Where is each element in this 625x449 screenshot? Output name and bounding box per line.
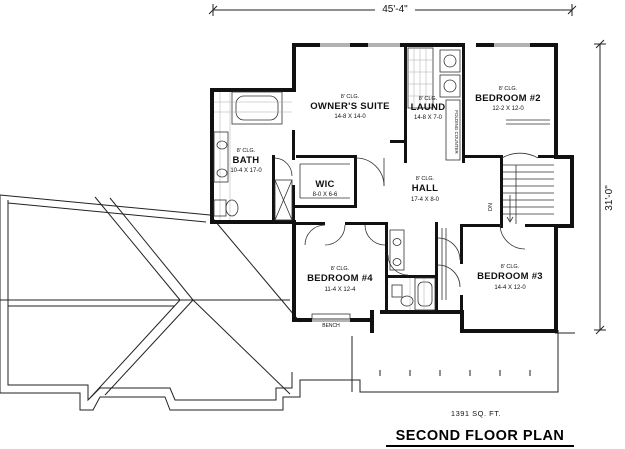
room-name-bedroom-4: BEDROOM #4 [307, 273, 373, 284]
ceiling-note: 8' CLG. [331, 266, 350, 272]
hall-bath-fixtures [389, 229, 436, 311]
room-dims-owners-suite: 14-8 X 14-0 [334, 114, 366, 120]
area-label: 1391 SQ. FT. [450, 409, 502, 418]
ceiling-note: 8' CLG. [499, 86, 518, 92]
room-name-hall: HALL [412, 183, 439, 194]
stair [503, 164, 554, 224]
room-name-bedroom-2: BEDROOM #2 [475, 93, 541, 104]
door-swings [274, 152, 539, 288]
ceiling-note: 8' CLG. [341, 94, 360, 100]
plan-title: SECOND FLOOR PLAN [395, 428, 565, 444]
laundry-fixtures [407, 47, 461, 161]
wic-shelves [299, 163, 350, 199]
room-name-laund: LAUND [411, 102, 446, 113]
room-dims-bath: 10-4 X 17-0 [230, 168, 262, 174]
overall-width-label: 45'-4" [382, 4, 408, 15]
room-dims-hall: 17-4 X 8-0 [411, 197, 440, 203]
depth-dimension [594, 39, 606, 335]
room-dims-wic: 8-0 X 6-6 [313, 192, 338, 198]
ceiling-note: 8' CLG. [237, 148, 256, 154]
room-dims-bedroom-2: 12-2 X 12-0 [492, 106, 524, 112]
master-bath-fixtures [213, 91, 293, 221]
room-dims-bedroom-4: 11-4 X 12-4 [325, 287, 357, 293]
ceiling-note: 8' CLG. [419, 96, 438, 102]
room-dims-laund: 14-8 X 7-0 [414, 115, 443, 121]
folding-counter-label: FOLDING COUNTER [454, 110, 459, 154]
lower-roof-outline [0, 194, 575, 411]
ceiling-note: 8' CLG. [501, 264, 520, 270]
closets [441, 119, 550, 300]
room-name-owners-suite: OWNER'S SUITE [310, 101, 390, 112]
ceiling-note: 8' CLG. [416, 176, 435, 182]
bench-label: BENCH [322, 323, 340, 329]
room-dims-bedroom-3: 14-4 X 12-0 [494, 285, 526, 291]
roof-edge-marks [379, 370, 531, 376]
room-name-bedroom-3: BEDROOM #3 [477, 271, 543, 282]
bench [311, 313, 351, 320]
overall-depth-label: 31'-0" [604, 185, 615, 211]
room-name-wic: WIC [315, 179, 334, 190]
room-name-bath: BATH [233, 155, 260, 166]
stair-down-label: DN [488, 203, 494, 211]
exterior-walls [210, 43, 574, 333]
plan-title-underline [386, 445, 574, 447]
interior-walls [272, 43, 558, 315]
